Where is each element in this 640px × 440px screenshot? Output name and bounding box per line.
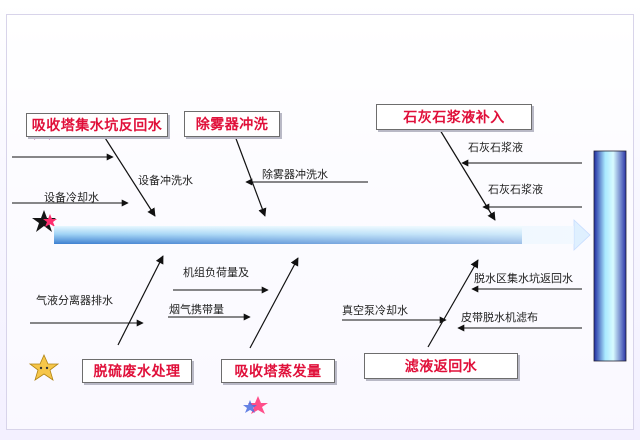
- cause-dewatering-pit-return: 脱水区集水坑返回水: [474, 272, 573, 285]
- category-limestone-supply: 石灰石浆液补入: [376, 104, 532, 130]
- cause-unit-load: 机组负荷量及: [183, 266, 249, 279]
- category-absorber-evaporation: 吸收塔蒸发量: [221, 359, 335, 383]
- cause-limestone-slurry-1: 石灰石浆液: [468, 141, 523, 154]
- bone-bottom-1: [117, 255, 164, 346]
- cause-vacuum-pump-cooling: 真空泵冷却水: [342, 304, 408, 317]
- cause-belt-filter-cloth: 皮带脱水机滤布: [461, 311, 538, 324]
- cause-flue-gas-carryover: 烟气携带量: [169, 303, 224, 316]
- cause-equipment-flush-water: 设备冲洗水: [138, 174, 193, 187]
- cause-demister-flush-water: 除雾器冲洗水: [262, 168, 328, 181]
- star-icon-3: [28, 354, 60, 381]
- cause-limestone-slurry-2: 石灰石浆液: [488, 183, 543, 196]
- category-demister-flush: 除雾器冲洗: [184, 111, 280, 137]
- category-filtrate-return: 滤液返回水: [364, 353, 518, 379]
- star-icon-4: [243, 396, 268, 414]
- star-icon-2: [32, 210, 57, 232]
- cause-equipment-cooling-water: 设备冷却水: [44, 191, 99, 204]
- bone-bottom-2: [249, 257, 299, 349]
- cause-separator-drain: 气液分离器排水: [36, 294, 113, 307]
- bone-bottom-3: [427, 259, 479, 348]
- bone-top-1: [99, 129, 156, 217]
- category-wastewater-treatment: 脱硫废水处理: [82, 359, 192, 383]
- bone-top-2: [234, 135, 267, 217]
- category-sump-return: 吸收塔集水坑反回水: [26, 113, 168, 137]
